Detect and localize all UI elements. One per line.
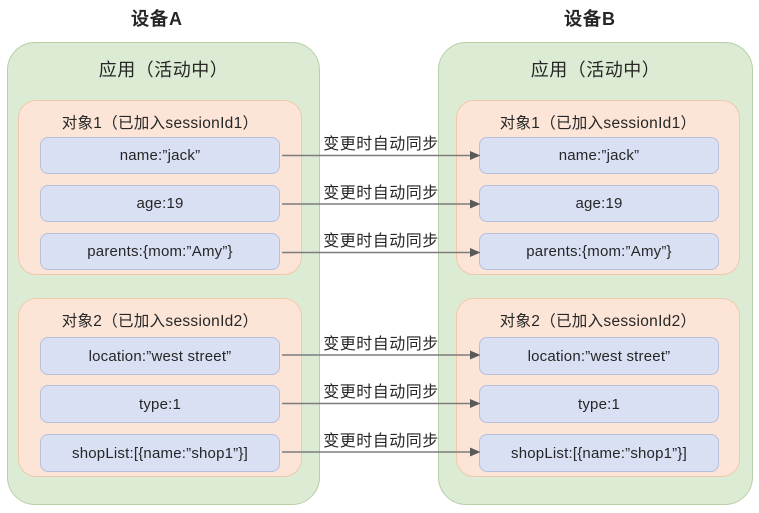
device-b-app-label: 应用（活动中） <box>530 60 661 80</box>
device-b-object1-field-parents: parents:{mom:”Amy”} <box>479 233 719 270</box>
device-a-object2-field-location: location:”west street” <box>40 337 280 375</box>
device-a-object1-field-age: age:19 <box>40 185 280 222</box>
device-a-app-label: 应用（活动中） <box>98 60 229 80</box>
device-b-object1-field-name: name:”jack” <box>479 137 719 174</box>
device-b-object1-box: 对象1（已加入sessionId1） name:”jack” age:19 pa… <box>456 100 740 275</box>
device-a-object2-field-shoplist: shopList:[{name:”shop1”}] <box>40 434 280 472</box>
device-b-object2-box: 对象2（已加入sessionId2） location:”west street… <box>456 298 740 477</box>
device-b-object2-title: 对象2（已加入sessionId2） <box>499 313 697 330</box>
sync-label: 变更时自动同步 <box>323 336 439 353</box>
device-b-app-box: 应用（活动中） 对象1（已加入sessionId1） name:”jack” a… <box>438 42 753 505</box>
device-a-object1-title: 对象1（已加入sessionId1） <box>61 115 259 132</box>
device-a-object1-box: 对象1（已加入sessionId1） name:”jack” age:19 pa… <box>18 100 302 275</box>
device-b-object1-field-age: age:19 <box>479 185 719 222</box>
device-a-object2-box: 对象2（已加入sessionId2） location:”west street… <box>18 298 302 477</box>
sync-label: 变更时自动同步 <box>323 136 439 153</box>
device-a-object2-title: 对象2（已加入sessionId2） <box>61 313 259 330</box>
device-a-object1-field-parents: parents:{mom:”Amy”} <box>40 233 280 270</box>
device-b-object2-field-type: type:1 <box>479 385 719 423</box>
device-b-object2-field-shoplist: shopList:[{name:”shop1”}] <box>479 434 719 472</box>
sync-label: 变更时自动同步 <box>323 384 439 401</box>
device-b-object2-field-location: location:”west street” <box>479 337 719 375</box>
device-a-object2-field-type: type:1 <box>40 385 280 423</box>
device-a-title: 设备A <box>131 9 183 29</box>
device-b-title: 设备B <box>564 9 616 29</box>
device-a-app-box: 应用（活动中） 对象1（已加入sessionId1） name:”jack” a… <box>7 42 320 505</box>
sync-label: 变更时自动同步 <box>323 433 439 450</box>
device-a-object1-field-name: name:”jack” <box>40 137 280 174</box>
device-b-object1-title: 对象1（已加入sessionId1） <box>499 115 697 132</box>
sync-label: 变更时自动同步 <box>323 233 439 250</box>
sync-label: 变更时自动同步 <box>323 185 439 202</box>
